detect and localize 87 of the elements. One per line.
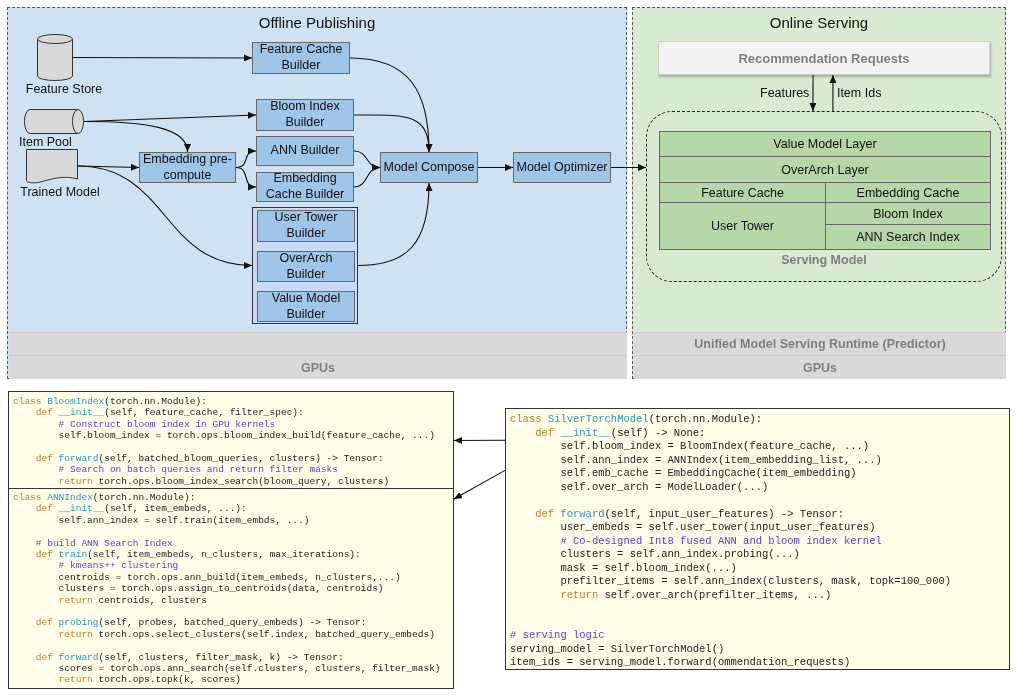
layer-band: GPUs — [634, 355, 1006, 379]
code-line: class BloomIndex(torch.nn.Module): — [13, 396, 207, 408]
code-line: return torch.ops.topk(k, scores) — [58, 674, 242, 686]
arrow — [610, 163, 647, 171]
code-line: # Co-designed Int8 fused ANN and bloom index kernel — [560, 534, 882, 548]
process-box: Bloom Index Builder — [256, 99, 354, 131]
code-line: # serving logic — [510, 629, 605, 643]
arrow — [809, 74, 817, 112]
process-box: Feature Cache Builder — [252, 42, 350, 74]
code-panel — [8, 488, 454, 689]
arrow — [477, 164, 514, 171]
code-line: serving_model = SilverTorchModel() — [510, 642, 725, 656]
process-box: OverArch Builder — [257, 251, 355, 282]
arrow — [453, 436, 506, 444]
code-line: class SilverTorchModel(torch.nn.Module): — [510, 413, 763, 427]
code-line: clusters = torch.ops.assign_to_centroids(data, centroids) — [58, 583, 384, 595]
code-line: return torch.ops.bloom_index_search(bloom_query, clusters) — [58, 475, 390, 488]
dashed-panel — [632, 7, 1006, 379]
arrow — [235, 166, 257, 190]
code-line: clusters = self.ann_index.probing(...) — [560, 548, 800, 562]
code-line: self.emb_cache = EmbeddingCache(item_embedding) — [560, 467, 857, 481]
process-box: User Tower Builder — [257, 210, 355, 242]
process-box: ANN Builder — [256, 136, 354, 166]
arrow — [72, 54, 253, 62]
dashed-container — [646, 111, 1002, 282]
layer-cell: ANN Search Index — [825, 224, 991, 250]
code-line: return centroids, clusters — [58, 594, 207, 606]
code-panel — [505, 408, 1010, 670]
code-line: # Construct bloom index in GPU kernels — [58, 418, 276, 431]
code-line: def __init__(self, item_embeds, ...): — [35, 503, 247, 515]
group-box — [252, 207, 358, 324]
code-line: self.bloom_index = BloomIndex(feature_cache, ...) — [560, 440, 870, 454]
code-line: item_ids = serving_model.forward(ommendation_requests) — [510, 656, 851, 670]
layer-cell: OverArch Layer — [659, 156, 991, 183]
layer-band: GPUs — [9, 355, 627, 379]
panel-title: Online Serving — [768, 14, 870, 31]
process-box: Embedding Cache Builder — [256, 172, 354, 202]
arrow — [77, 165, 253, 269]
code-line: def forward(self, input_user_features) -> Tensor: — [535, 507, 844, 521]
code-line: mask = self.bloom_index(...) — [560, 561, 737, 575]
layer-cell: Value Model Layer — [659, 131, 991, 157]
request-box: Recommendation Requests — [658, 41, 990, 75]
dashed-panel — [7, 7, 627, 379]
code-line: self.bloom_index = torch.ops.bloom_index_build(feature_cache, ...) — [58, 430, 435, 442]
layer-band: Unified Model Serving Runtime (Predictor) — [634, 332, 1006, 355]
code-line: user_embeds = self.user_tower(input_user_features) — [560, 521, 876, 535]
panel-title: Offline Publishing — [257, 14, 377, 31]
layer-cell: Bloom Index — [825, 202, 991, 225]
layer-band — [9, 332, 627, 355]
code-line: def __init__(self, feature_cache, filter_spec): — [35, 407, 304, 419]
code-line: prefilter_items = self.ann_index(clusters, mask, topk=100_000) — [560, 575, 952, 589]
code-line: def probing(self, probes, batched_query_embeds) -> Tensor: — [35, 617, 367, 629]
arrow — [77, 163, 140, 171]
code-line: self.ann_index = ANNIndex(item_embedding_list, ...) — [560, 453, 882, 467]
code-line: scores = torch.ops.ann_search(self.clusters, clusters, filter_mask) — [58, 663, 441, 675]
process-box: Model Compose — [380, 152, 478, 183]
arrow — [453, 469, 506, 500]
arrow — [353, 114, 433, 153]
node-label: Item Pool — [19, 135, 72, 149]
code-line: class ANNIndex(torch.nn.Module): — [13, 492, 196, 504]
code-panel — [8, 391, 454, 489]
node-label: Feature Store — [24, 82, 104, 96]
code-line: # build ANN Search Index — [35, 537, 173, 549]
arrow — [357, 182, 433, 267]
edge-label: Features — [760, 86, 810, 100]
code-line: return self.over_arch(prefilter_items, ...) — [560, 588, 832, 602]
code-line: # Search on batch queries and return filter masks — [58, 464, 338, 476]
code-line: def train(self, item_embeds, n_clusters, max_iterations): — [35, 549, 361, 561]
code-line: # kmeans++ clustering — [58, 560, 179, 572]
node-label: Trained Model — [19, 185, 101, 199]
code-line: self.over_arch = ModelLoader(...) — [560, 480, 769, 494]
process-box: Model Optimizer — [513, 152, 611, 183]
code-line: self.ann_index = self.train(item_embds, ...) — [58, 514, 310, 527]
process-box: Value Model Builder — [257, 291, 355, 322]
code-line: centroids = torch.ops.ann_build(item_embeds, n_clusters,...) — [58, 571, 401, 584]
arrow — [353, 164, 381, 188]
layer-cell: User Tower — [659, 202, 826, 250]
layer-cell: Embedding Cache — [825, 182, 991, 203]
code-line: def forward(self, batched_bloom_queries, clusters) -> Tensor: — [35, 453, 384, 465]
code-line: return torch.ops.select_clusters(self.index, batched_query_embeds) — [58, 628, 435, 641]
edge-label: Item Ids — [836, 86, 882, 100]
arrow — [83, 120, 190, 153]
process-box: Embedding pre-compute — [139, 152, 236, 183]
arrow — [829, 74, 837, 112]
container-label: Serving Model — [780, 253, 868, 267]
code-line: def __init__(self) -> None: — [535, 426, 706, 440]
code-line: def forward(self, clusters, filter_mask, k) -> Tensor: — [35, 651, 344, 663]
